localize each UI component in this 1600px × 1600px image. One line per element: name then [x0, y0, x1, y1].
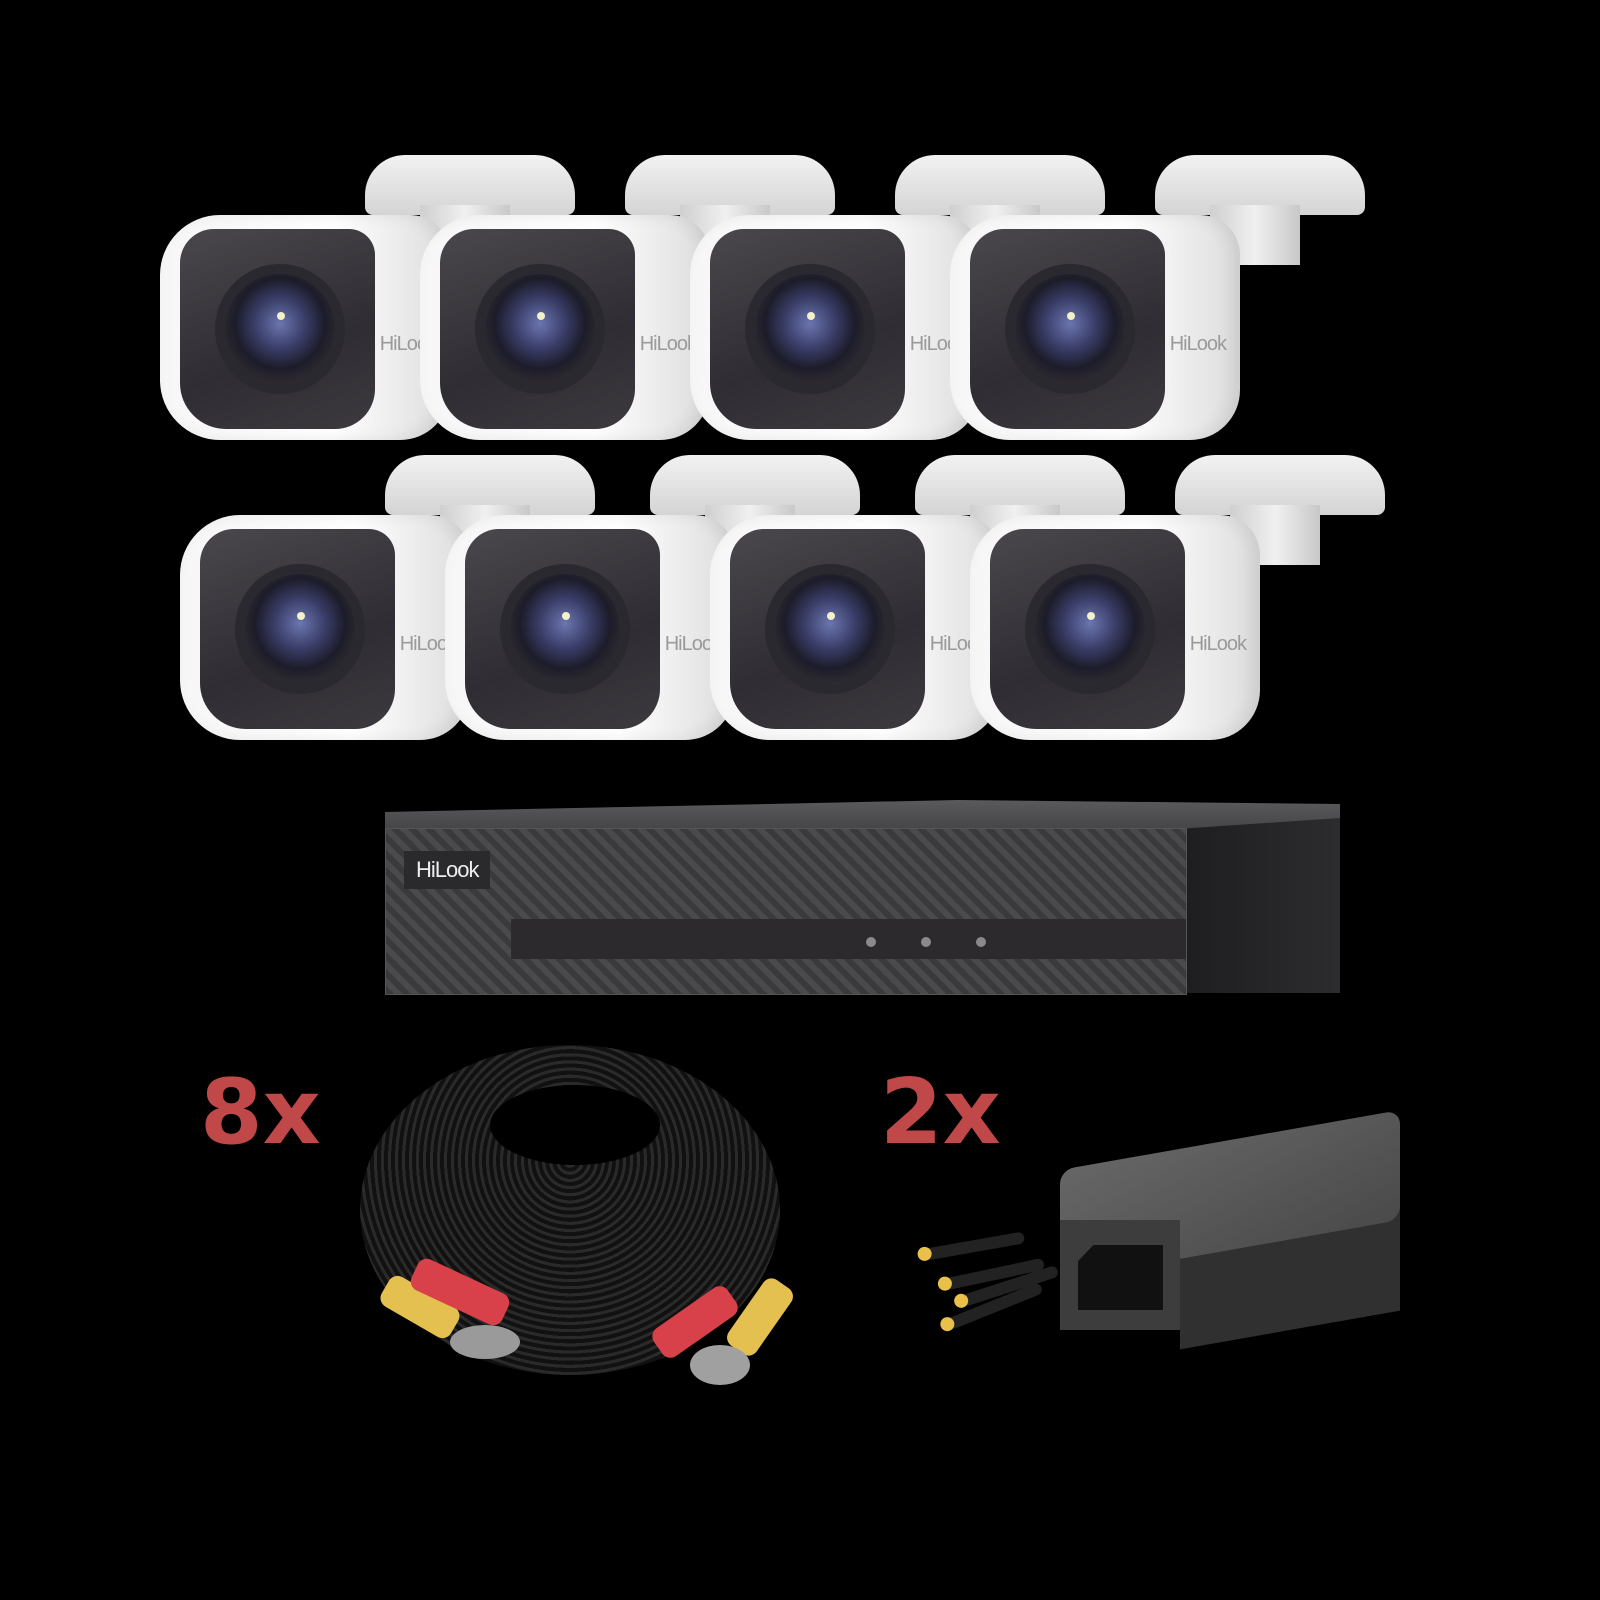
- led-indicator-icon: [976, 937, 986, 947]
- camera-1: HiLook: [160, 155, 575, 465]
- camera-brand: HiLook: [399, 633, 457, 655]
- camera-face: [465, 529, 660, 729]
- lens-glint: [1067, 312, 1075, 320]
- bnc-plug-silver: [690, 1345, 750, 1385]
- camera-lens-icon: [510, 574, 620, 684]
- camera-face: [200, 529, 395, 729]
- led-indicator-icon: [866, 937, 876, 947]
- dvr-indicator-strip: [511, 919, 1186, 959]
- dc-plug-tip-icon: [916, 1245, 933, 1262]
- lens-glint: [537, 312, 545, 320]
- camera-face: [990, 529, 1185, 729]
- camera-body: HiLook: [160, 215, 450, 440]
- dvr-side-panel: [1185, 818, 1340, 993]
- camera-face: [440, 229, 635, 429]
- dc-plug-tip-icon: [936, 1275, 954, 1292]
- camera-face: [710, 229, 905, 429]
- dc-plug: [916, 1231, 1026, 1262]
- cable-coil-center: [490, 1085, 660, 1165]
- led-indicator-icon: [921, 937, 931, 947]
- camera-body: HiLook: [710, 515, 1000, 740]
- power-adapter: [1060, 1110, 1400, 1350]
- camera-3: HiLook: [690, 155, 1105, 465]
- camera-6: HiLook: [445, 455, 860, 765]
- camera-lens-icon: [775, 574, 885, 684]
- dc-plug-tip-icon: [952, 1291, 971, 1310]
- camera-lens-icon: [1015, 274, 1125, 384]
- camera-lens-icon: [245, 574, 355, 684]
- iec-power-socket-icon: [1078, 1245, 1163, 1310]
- cable-quantity-label: 8x: [200, 1060, 321, 1165]
- camera-face: [180, 229, 375, 429]
- camera-2: HiLook: [420, 155, 835, 465]
- camera-body: HiLook: [445, 515, 735, 740]
- dvr-recorder: HiLook: [385, 800, 1340, 1015]
- dvr-front-panel: HiLook: [385, 828, 1187, 995]
- lens-glint: [277, 312, 285, 320]
- lens-glint: [827, 612, 835, 620]
- adapter-quantity-label: 2x: [880, 1060, 1001, 1165]
- lens-glint: [297, 612, 305, 620]
- lens-glint: [807, 312, 815, 320]
- camera-body: HiLook: [180, 515, 470, 740]
- camera-body: HiLook: [690, 215, 980, 440]
- lens-glint: [562, 612, 570, 620]
- camera-7: HiLook: [710, 455, 1125, 765]
- camera-4: HiLook: [950, 155, 1365, 465]
- camera-lens-icon: [485, 274, 595, 384]
- dc-plug-tip-icon: [938, 1315, 957, 1334]
- camera-lens-icon: [755, 274, 865, 384]
- camera-8: HiLook: [970, 455, 1385, 765]
- camera-body: HiLook: [970, 515, 1260, 740]
- camera-body: HiLook: [950, 215, 1240, 440]
- camera-brand: HiLook: [1189, 633, 1247, 655]
- camera-brand: HiLook: [1169, 333, 1227, 355]
- camera-5: HiLook: [180, 455, 595, 765]
- lens-glint: [1087, 612, 1095, 620]
- bnc-plug-silver: [450, 1325, 520, 1359]
- camera-body: HiLook: [420, 215, 710, 440]
- dvr-brand-logo: HiLook: [404, 851, 491, 889]
- camera-lens-icon: [225, 274, 335, 384]
- camera-brand: HiLook: [664, 633, 722, 655]
- camera-face: [730, 529, 925, 729]
- camera-brand: HiLook: [639, 333, 697, 355]
- camera-lens-icon: [1035, 574, 1145, 684]
- camera-face: [970, 229, 1165, 429]
